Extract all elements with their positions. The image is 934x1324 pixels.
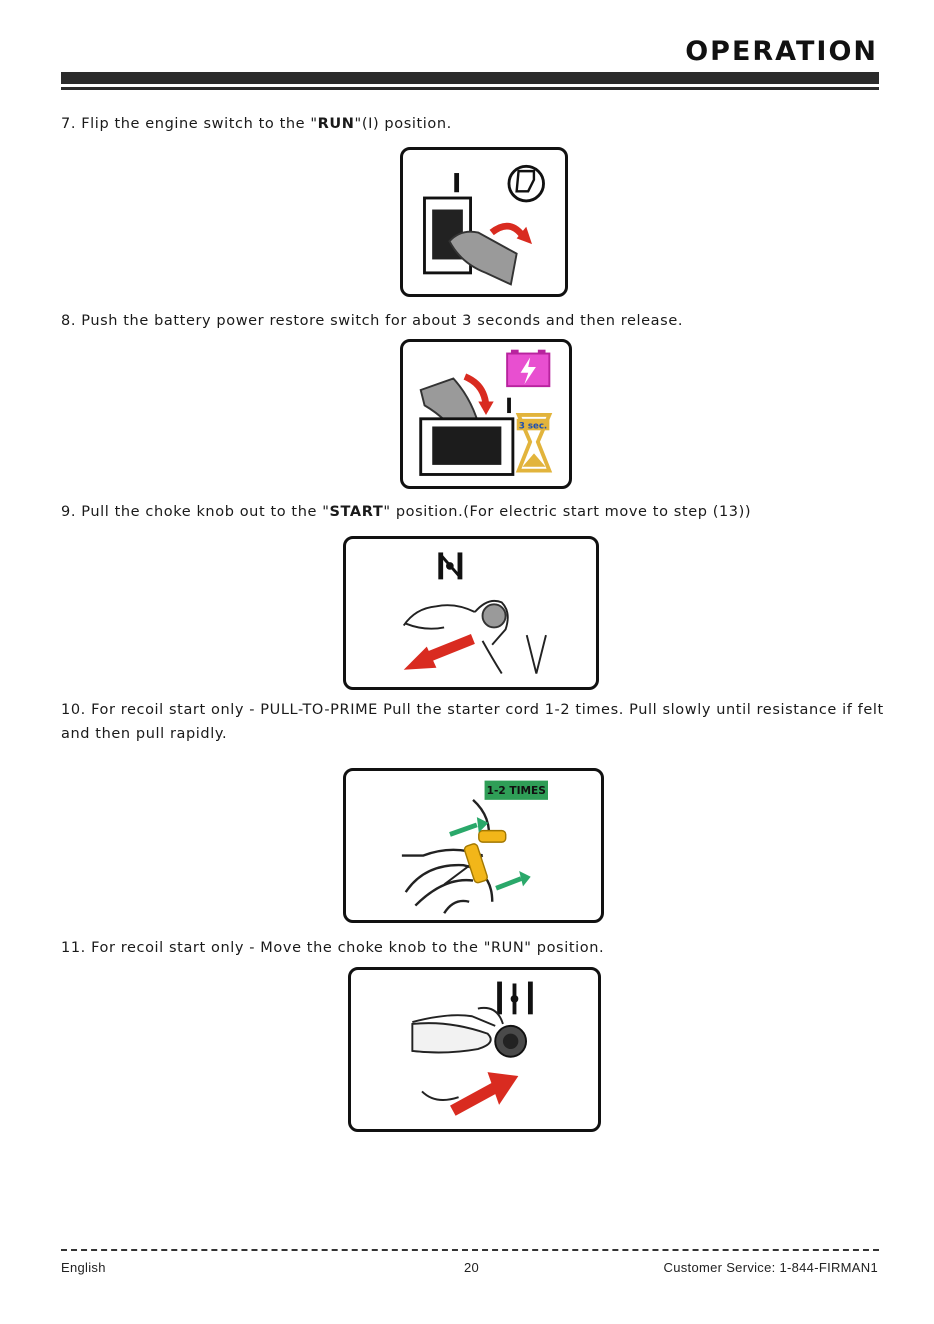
recoil-prime-illustration: 1-2 TIMES: [401, 780, 548, 914]
run-mark-icon: [507, 397, 511, 414]
figure-choke-start: [343, 536, 599, 690]
red-arrow-icon: [422, 634, 475, 664]
red-arrow-icon: [450, 1082, 498, 1116]
step-11-text: 11. For recoil start only - Move the cho…: [61, 940, 605, 956]
step-7-pre: 7. Flip the engine switch to the ": [61, 116, 318, 132]
step-7-text: 7. Flip the engine switch to the "RUN"(I…: [61, 116, 452, 132]
figure-choke-run: [348, 967, 601, 1132]
choke-start-illustration: [402, 552, 547, 675]
page-number: 20: [464, 1260, 480, 1275]
times-badge: [484, 780, 548, 800]
step-9-pre: 9. Pull the choke knob out to the ": [61, 504, 330, 520]
run-switch-illustration: [423, 164, 545, 286]
hourglass-icon: [515, 413, 553, 473]
finger-icon: [448, 230, 518, 286]
step-8-text: 8. Push the battery power restore switch…: [61, 313, 684, 329]
figure-run-switch: [400, 147, 568, 297]
run-mark-icon: [454, 173, 460, 193]
customer-service: Customer Service: 1-844-FIRMAN1: [663, 1260, 878, 1275]
choke-run-illustration: [411, 981, 533, 1116]
green-arrow-icon: [449, 822, 478, 837]
engine-icon: [507, 164, 545, 203]
footer-rule: [61, 1249, 879, 1251]
timer-label: 3 sec.: [519, 421, 547, 431]
rocker-switch: [432, 426, 502, 465]
header-bar: [61, 72, 879, 84]
step-7-post: "(I) position.: [354, 116, 452, 132]
figure-battery-restore: 3 sec.: [400, 339, 572, 489]
footer-language: English: [61, 1260, 106, 1275]
times-badge-label: 1-2 TIMES: [487, 785, 546, 797]
step-10-text: 10. For recoil start only - PULL-TO-PRIM…: [61, 702, 884, 742]
header-rule: [61, 87, 879, 90]
figure-recoil-prime: 1-2 TIMES: [343, 768, 604, 923]
step-9-post: " position.(For electric start move to s…: [383, 504, 752, 520]
choke-knob: [481, 603, 507, 629]
battery-restore-illustration: 3 sec.: [419, 349, 553, 476]
step-7-keyword: RUN: [317, 116, 355, 132]
step-9-text: 9. Pull the choke knob out to the "START…: [61, 504, 751, 520]
hand-icon: [402, 599, 547, 675]
starter-handle: [463, 829, 507, 884]
page-title: OPERATION: [685, 36, 878, 67]
step-9-keyword: START: [329, 504, 384, 520]
choke-run-symbol-icon: [497, 981, 533, 1015]
battery-icon: [506, 349, 551, 388]
green-arrow-icon-2: [495, 876, 522, 891]
choke-start-symbol-icon: [438, 552, 463, 580]
